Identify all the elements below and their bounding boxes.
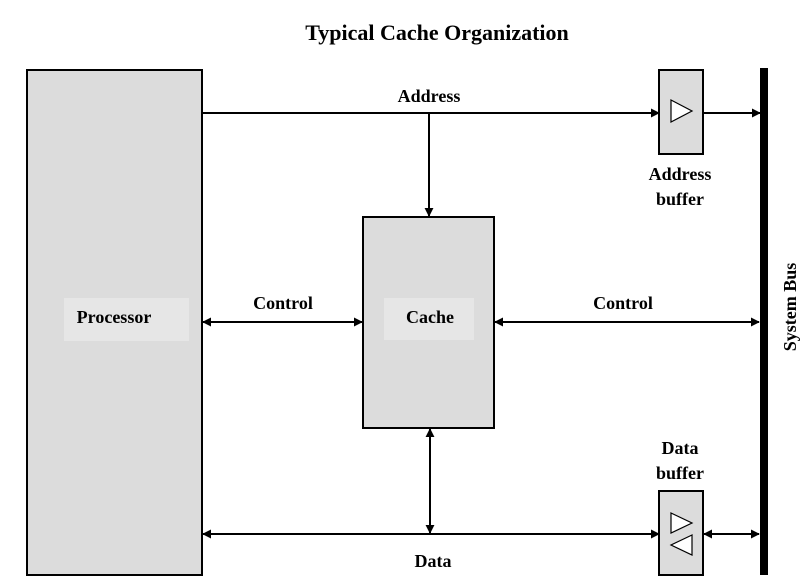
system-bus-label: System Bus bbox=[780, 263, 800, 352]
control-signal-label-left: Control bbox=[253, 293, 313, 313]
data-buffer-right-triangle-icon bbox=[670, 512, 694, 534]
data-buffer-box bbox=[658, 490, 704, 576]
control-signal-label-right: Control bbox=[593, 293, 653, 313]
address-buffer-triangle-icon bbox=[670, 99, 694, 123]
address-buffer-label-line1: Address bbox=[649, 164, 712, 184]
processor-label-background bbox=[64, 298, 189, 341]
cache-label-background bbox=[384, 298, 474, 340]
address-buffer-label-line2: buffer bbox=[656, 189, 704, 209]
processor-label: Processor bbox=[77, 307, 152, 327]
data-buffer-label-line1: Data bbox=[662, 438, 699, 458]
cache-label: Cache bbox=[406, 307, 454, 327]
data-buffer-label-line2: buffer bbox=[656, 463, 704, 483]
data-buffer-left-triangle-icon bbox=[669, 534, 693, 556]
data-signal-label: Data bbox=[415, 551, 452, 571]
diagram-title: Typical Cache Organization bbox=[305, 20, 569, 45]
address-signal-label: Address bbox=[398, 86, 461, 106]
system-bus-line bbox=[760, 68, 768, 575]
